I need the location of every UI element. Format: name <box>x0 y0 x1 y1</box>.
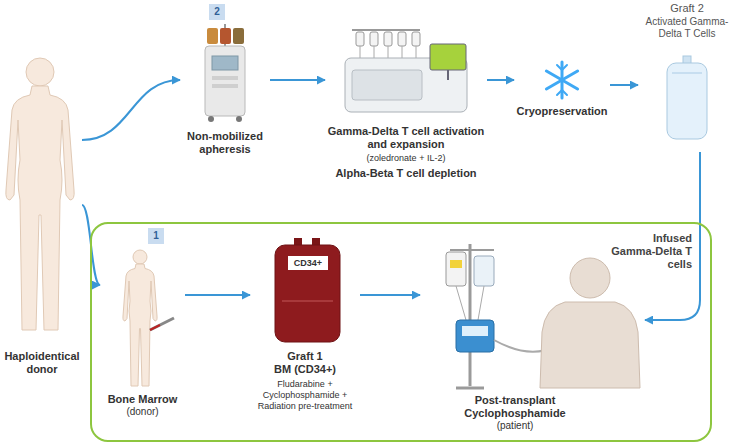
illustration-part <box>540 302 640 388</box>
expansion-node: Gamma-Delta T cell activation and expans… <box>325 15 487 190</box>
flow-arrow <box>487 79 514 81</box>
illustration-part <box>212 76 238 80</box>
illustration-part <box>446 252 466 286</box>
node-text: (zoledronate + IL-2) <box>325 153 487 164</box>
illustration-part <box>26 58 54 86</box>
flow-arrow <box>82 80 180 140</box>
illustration-part <box>352 70 422 100</box>
illustration-part <box>430 44 466 70</box>
illustration-part <box>220 28 231 44</box>
illustration-part <box>456 387 484 390</box>
node-text: Bone Marrow <box>100 393 185 406</box>
connectors <box>82 80 700 320</box>
node-text: Cryopreservation <box>514 105 610 118</box>
illustration-part <box>123 264 157 386</box>
illustration-part <box>374 46 375 58</box>
illustration-part <box>356 32 364 46</box>
apheresis-node: Non-mobilized apheresis <box>180 22 270 158</box>
illustration-part <box>469 244 472 386</box>
illustration-part <box>447 70 449 80</box>
illustration-part <box>450 260 462 268</box>
callout-number: 1 <box>148 228 164 244</box>
node-text: (patient) <box>450 420 580 432</box>
cryo-node: Cryopreservation <box>514 55 610 127</box>
illustration-part <box>207 28 218 44</box>
illustration-part <box>6 86 74 330</box>
illustration-part <box>370 32 378 46</box>
illustration-part <box>402 46 403 58</box>
illustration-part <box>360 46 361 58</box>
node-text: Post-transplant Cyclophosphamide <box>450 394 580 420</box>
graft-node: CD34+ Graft 1BM (CD34+) Fludarabine + Cycl… <box>250 236 360 440</box>
bone-marrow-donor <box>123 250 174 386</box>
illustration-part <box>150 318 174 330</box>
node-text: Activated Gamma-Delta T Cells <box>638 16 736 40</box>
flow-arrow <box>270 79 325 81</box>
edge-label: Infused Gamma-Delta T cells <box>610 232 692 272</box>
donor-figure <box>6 58 74 330</box>
illustration-part <box>233 28 244 44</box>
illustration-part <box>416 46 417 58</box>
illustration-part <box>412 32 420 46</box>
node-text: Non-mobilized apheresis <box>180 130 270 156</box>
flow-arrow <box>610 84 638 86</box>
node-text: Graft 1 <box>250 350 360 363</box>
node-text: (donor) <box>100 406 185 418</box>
apheresis-machine <box>205 24 245 122</box>
illustration-part <box>557 90 567 95</box>
illustration-part <box>123 264 157 386</box>
illustration-part <box>388 46 389 58</box>
node-text: Fludarabine + Cyclophosphamide + Radiati… <box>250 379 360 411</box>
node-text: Alpha-Beta T cell depletion <box>325 167 487 180</box>
illustration-part <box>672 72 702 74</box>
illustration-part <box>546 71 577 89</box>
illustration-part <box>456 286 466 320</box>
illustration-part <box>557 65 567 70</box>
callout-number: CD34+ <box>288 256 328 270</box>
illustration-part <box>212 84 238 88</box>
illustration-part <box>352 29 420 31</box>
illustration-part <box>456 320 494 352</box>
node-text: BM (CD34+) <box>250 363 360 376</box>
illustration-part <box>462 326 488 336</box>
illustration-part <box>546 71 577 89</box>
patient-node: Post-transplant Cyclophosphamide(patient… <box>420 236 645 436</box>
cell-bag <box>667 56 707 139</box>
illustration-part <box>384 32 392 46</box>
graft-node: Graft 2Activated Gamma-Delta T Cells <box>638 2 736 152</box>
illustration-part <box>450 249 494 251</box>
node-text: Gamma-Delta T cell activation and expans… <box>325 125 487 151</box>
flow-arrow <box>185 294 250 296</box>
node-text: Haploidentical donor <box>2 350 82 376</box>
illustration-part <box>667 63 707 139</box>
callout-number: 2 <box>209 4 225 20</box>
illustration-part <box>570 258 610 298</box>
bone-marrow-node: Bone Marrow(donor) <box>100 245 185 435</box>
illustration-part <box>398 32 406 46</box>
illustration-part <box>150 325 160 330</box>
node-text: Graft 2 <box>638 2 736 15</box>
illustration-part <box>236 116 242 122</box>
patient-iv <box>446 244 640 388</box>
illustration-part <box>478 286 484 320</box>
illustration-part <box>133 250 147 264</box>
illustration-part <box>212 56 238 70</box>
snowflake-icon <box>546 62 577 98</box>
illustration-part <box>282 300 333 302</box>
illustration-part <box>474 256 494 286</box>
processing-device <box>345 30 467 112</box>
illustration-part <box>205 46 245 116</box>
donor-node: Haploidentical donor <box>2 50 82 385</box>
illustration-part <box>275 245 340 342</box>
blood-bag <box>275 238 340 342</box>
illustration-part <box>208 116 214 122</box>
flow-arrow <box>360 294 420 296</box>
